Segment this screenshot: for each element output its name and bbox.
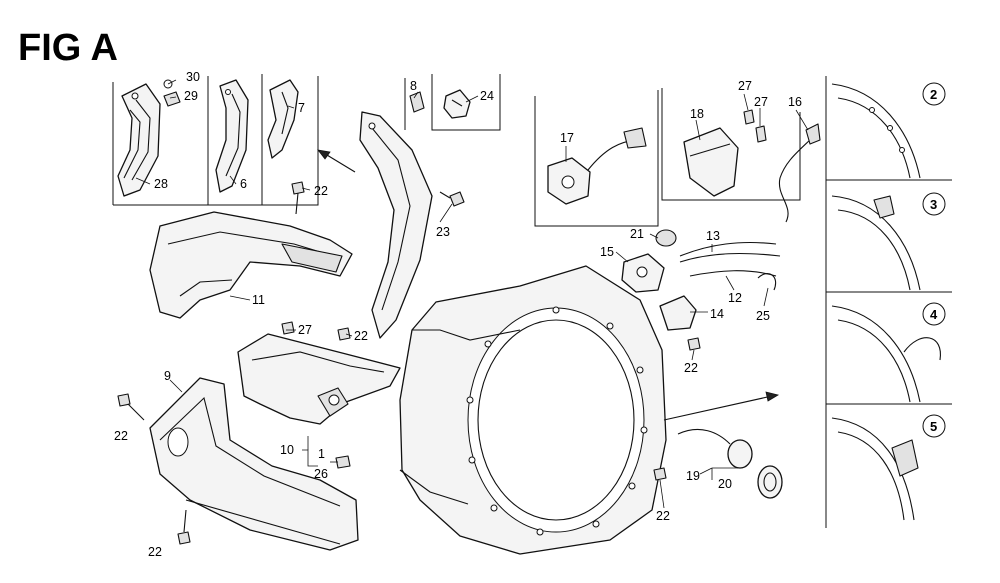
part-20-cap — [757, 465, 783, 499]
callouts: 28 30 29 6 7 22 11 9 22 22 27 22 10 1 26… — [114, 70, 802, 559]
callout-27-top: 27 — [738, 79, 752, 93]
callout-22-left: 22 — [114, 429, 128, 443]
bolt-22-mid — [337, 327, 351, 341]
callout-27-left: 27 — [298, 323, 312, 337]
part-24-clamp — [443, 89, 471, 119]
callout-25: 25 — [756, 309, 770, 323]
direction-arrow-right — [663, 391, 780, 421]
part-23-side-cover — [359, 111, 433, 339]
variant-panel-5 — [831, 414, 946, 521]
callout-28: 28 — [154, 177, 168, 191]
part-14-module — [659, 295, 697, 331]
part-11-air-guide — [149, 211, 353, 319]
variant-number-3: 3 — [930, 197, 937, 212]
callout-6: 6 — [240, 177, 247, 191]
callout-22-electrical: 22 — [684, 361, 698, 375]
callout-22-mid: 22 — [354, 329, 368, 343]
variant-panel-2 — [831, 82, 946, 179]
direction-arrow-left — [317, 149, 356, 173]
part-21-grommet — [655, 229, 677, 247]
callout-14: 14 — [710, 307, 724, 321]
part-25-clip — [757, 273, 776, 291]
variant-numbers: 2 3 4 5 — [930, 87, 938, 434]
callout-26: 26 — [314, 467, 328, 481]
callout-20: 20 — [718, 477, 732, 491]
variant-number-4: 4 — [930, 307, 938, 322]
callout-16: 16 — [788, 95, 802, 109]
bolt-23 — [439, 191, 465, 207]
bolt-22-bottom — [177, 509, 191, 545]
bolt-27-left — [281, 321, 295, 335]
callout-15: 15 — [600, 245, 614, 259]
part-28-plate — [117, 83, 161, 197]
part-9-lower-shroud — [149, 377, 359, 551]
callout-11: 11 — [252, 293, 265, 307]
callout-1: 1 — [318, 447, 325, 461]
callout-13: 13 — [706, 229, 720, 243]
callout-10: 10 — [280, 443, 294, 457]
callout-21: 21 — [630, 227, 644, 241]
part-13-harness — [679, 242, 781, 277]
variant-panels — [825, 76, 952, 528]
callout-24: 24 — [480, 89, 494, 103]
part-8-clip — [409, 91, 425, 113]
callout-12: 12 — [728, 291, 742, 305]
callout-30: 30 — [186, 70, 200, 84]
callout-18: 18 — [690, 107, 704, 121]
bolt-22-upper — [291, 181, 305, 215]
callout-29: 29 — [184, 89, 198, 103]
part-18-cover — [683, 127, 739, 197]
frame-group-24 — [431, 74, 501, 131]
callout-23: 23 — [436, 225, 450, 239]
variant-panel-3 — [831, 192, 946, 291]
bolt-22-left — [117, 393, 145, 421]
callout-7: 7 — [298, 101, 305, 115]
leader-lines — [135, 79, 809, 509]
callout-22-housing: 22 — [656, 509, 670, 523]
variant-number-2: 2 — [930, 87, 937, 102]
callout-22-upper: 22 — [314, 184, 328, 198]
figure-title: FIG A — [18, 27, 118, 69]
part-10-bracket — [237, 333, 401, 425]
callout-27-second: 27 — [754, 95, 768, 109]
fastener-29-30 — [163, 79, 181, 107]
callout-8: 8 — [410, 79, 417, 93]
housing-bolt-holes — [466, 306, 648, 536]
bolt-22-housing — [653, 467, 667, 481]
frame-group-17 — [534, 90, 659, 227]
callout-19: 19 — [686, 469, 700, 483]
bolt-27-right — [743, 109, 767, 143]
bolt-26 — [335, 455, 351, 469]
frame-group-18 — [661, 88, 801, 201]
part-7-plate — [267, 79, 299, 159]
part-19-sensor — [677, 429, 753, 469]
part-15-switch — [621, 253, 665, 293]
part-17-switch — [547, 127, 647, 205]
callout-9: 9 — [164, 369, 171, 383]
variant-panel-4 — [831, 302, 946, 403]
callout-22-bottom: 22 — [148, 545, 162, 559]
frame-group-7-right — [262, 76, 319, 206]
variant-number-5: 5 — [930, 419, 937, 434]
part-6-plate — [215, 79, 249, 193]
callout-17: 17 — [560, 131, 574, 145]
part-16-wire — [778, 123, 821, 223]
fan-housing — [399, 265, 667, 555]
bolt-22-electrical — [687, 337, 701, 351]
